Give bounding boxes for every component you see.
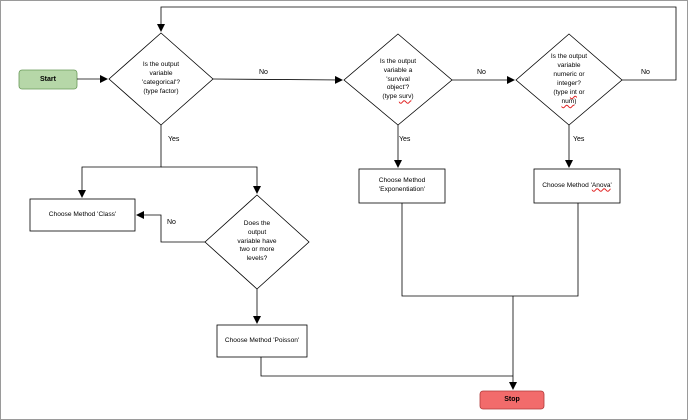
edge-label-survival-yes: Yes	[399, 136, 411, 143]
decision-categorical	[108, 32, 214, 126]
edge-label-numeric-no: No	[641, 69, 650, 76]
edge-categorical-yes-class	[78, 125, 162, 198]
edge-categorical-yes-levels	[161, 166, 261, 194]
decision-levels	[204, 194, 310, 290]
decision-numeric	[515, 33, 623, 126]
start-node	[18, 69, 78, 90]
edge-exp-anova-merge	[401, 203, 579, 297]
edge-label-categorical-yes: Yes	[168, 136, 180, 143]
method-anova-box	[533, 168, 621, 204]
edge-levels-no	[136, 211, 205, 243]
edge-numeric-no-loop	[157, 6, 677, 81]
method-exp-box	[358, 168, 446, 204]
decision-survival	[343, 33, 453, 126]
edge-categorical-no	[212, 75, 343, 84]
method-class-box	[29, 198, 136, 232]
method-poisson-box	[216, 324, 308, 358]
edge-label-categorical-no: No	[259, 69, 268, 76]
edge-label-survival-no: No	[477, 69, 486, 76]
edge-label-numeric-yes: Yes	[573, 136, 585, 143]
stop-node	[479, 390, 545, 410]
edge-poisson-to-stop	[260, 357, 513, 377]
edge-label-levels-no: No	[167, 219, 176, 226]
